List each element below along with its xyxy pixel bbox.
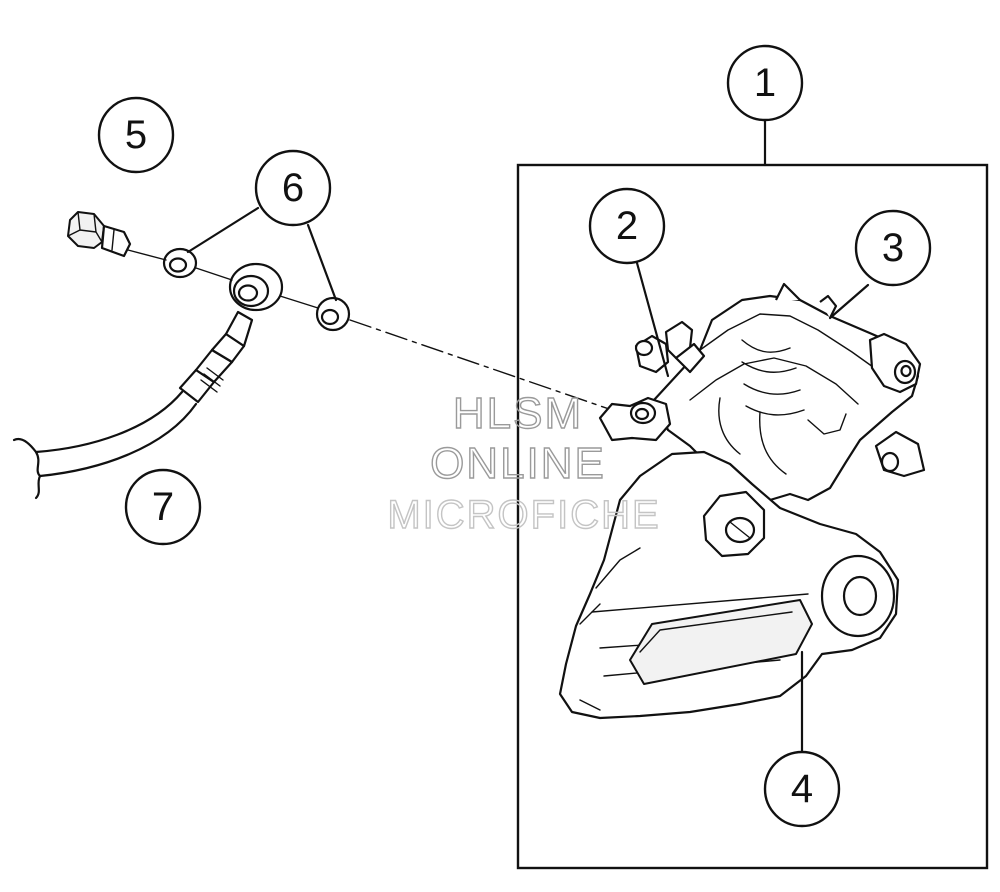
bleed-screw <box>634 320 706 374</box>
callout-1: 1 <box>726 44 804 122</box>
callout-1-label: 1 <box>754 61 776 105</box>
callout-4: 4 <box>763 750 841 828</box>
caliper-assembly-box <box>516 163 989 870</box>
caliper-bracket <box>558 430 926 720</box>
callout-6-label: 6 <box>282 166 304 210</box>
watermark-line-2: ONLINE <box>430 439 606 488</box>
sealing-washer-2 <box>315 296 351 332</box>
callout-2: 2 <box>588 187 666 265</box>
watermark-line-1: HLSM <box>453 389 583 438</box>
callout-7: 7 <box>124 468 202 546</box>
banjo-fitting <box>228 262 284 312</box>
callout-4-label: 4 <box>791 767 813 811</box>
leader-2 <box>635 261 670 378</box>
leader-3 <box>828 283 870 320</box>
callout-6: 6 <box>254 149 332 227</box>
callout-3-label: 3 <box>882 226 904 270</box>
banjo-bolt <box>67 211 132 258</box>
caliper-inlet <box>598 396 672 442</box>
leader-6a <box>186 206 260 254</box>
callout-5: 5 <box>97 96 175 174</box>
sealing-washer-1 <box>162 247 198 279</box>
watermark-line-3: MICROFICHE <box>387 493 660 537</box>
callout-3: 3 <box>854 209 932 287</box>
caliper-body <box>652 282 922 502</box>
callout-2-label: 2 <box>616 204 638 248</box>
leader-6b <box>306 223 338 302</box>
callout-7-label: 7 <box>152 485 174 529</box>
brake-hose <box>12 310 254 500</box>
watermark: HLSM ONLINE MICROFICHE <box>387 388 660 537</box>
callout-5-label: 5 <box>125 113 147 157</box>
